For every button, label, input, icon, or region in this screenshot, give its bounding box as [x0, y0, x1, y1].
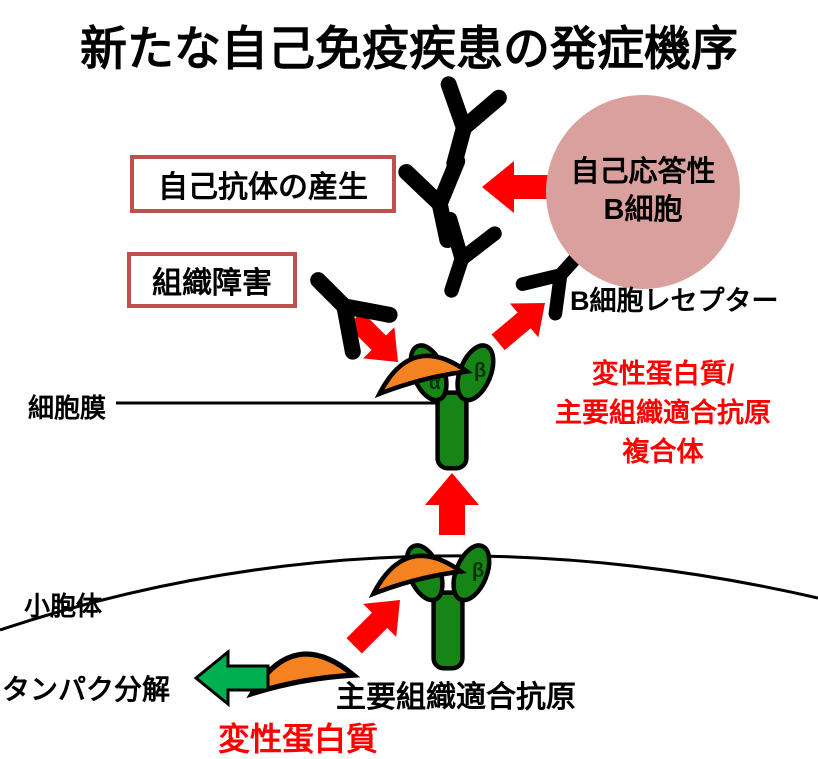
- label-b-cell-receptor: B細胞レセプター: [570, 286, 779, 316]
- label-complex: 変性蛋白質/ 主要組織適合抗原 複合体: [540, 355, 786, 472]
- b-cell-label-line1: 自己応答性: [570, 156, 716, 189]
- label-mhc-antigen: 主要組織適合抗原: [336, 681, 576, 714]
- mhc-alpha-chain-label: α: [429, 373, 441, 394]
- label-complex-line3: 複合体: [622, 437, 704, 467]
- arrow-transport-up: [425, 473, 479, 535]
- callout-autoantibody-production: 自己抗体の産生: [130, 155, 396, 213]
- label-endoplasmic-reticulum: 小胞体: [24, 591, 103, 621]
- arrow-protein-to-mhc: [346, 600, 400, 654]
- label-complex-line2: 主要組織適合抗原: [555, 398, 771, 428]
- arrow-antibody-attack: [347, 311, 398, 362]
- callout-tissue-damage-label: 組織障害: [152, 267, 272, 300]
- mhc-beta-chain-label-top: β: [474, 360, 487, 382]
- label-complex-line1: 変性蛋白質/: [591, 359, 735, 389]
- arrow-protein-degradation: [193, 648, 270, 708]
- callout-autoantibody-label: 自己抗体の産生: [158, 171, 368, 204]
- label-denatured-protein: 変性蛋白質: [218, 721, 379, 757]
- label-protein-degradation: タンパク分解: [2, 674, 171, 705]
- autoreactive-b-cell: 自己応答性 B細胞: [546, 95, 740, 289]
- mhc-beta-chain-label-bottom: β: [472, 560, 485, 582]
- arrow-complex-to-receptor: [491, 303, 545, 351]
- page-title: 新たな自己免疫疾患の発症機序: [80, 22, 738, 75]
- callout-tissue-damage: 組織障害: [127, 252, 297, 308]
- antibody-icon-2: [406, 161, 472, 245]
- arrow-bcell-to-antibody: [482, 161, 554, 213]
- b-cell-label-line2: B細胞: [603, 194, 683, 226]
- label-cell-membrane: 細胞膜: [28, 393, 107, 423]
- er-membrane-curve: [0, 554, 818, 632]
